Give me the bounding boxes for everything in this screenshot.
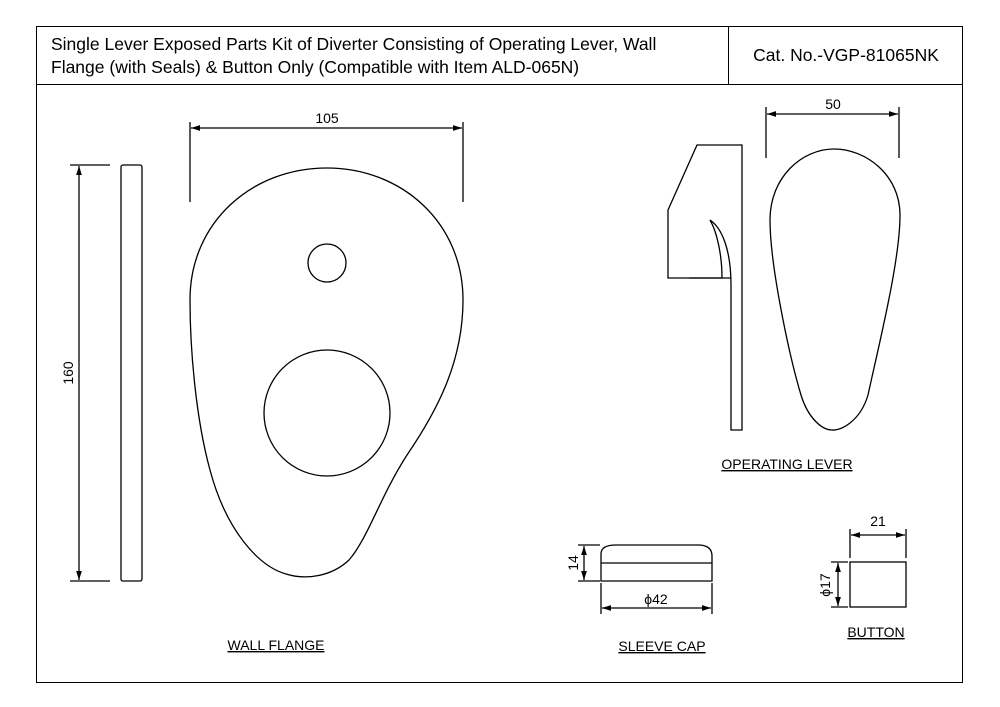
title-block: Single Lever Exposed Parts Kit of Divert…	[37, 27, 962, 85]
wall-flange-small-hole	[307, 243, 347, 283]
sleeve-cap-label: SLEEVE CAP	[618, 638, 705, 654]
operating-lever-side-view	[667, 144, 743, 431]
button-diameter-value: ϕ17	[817, 573, 833, 597]
wall-flange-height-value: 160	[60, 361, 76, 385]
wall-flange-label: WALL FLANGE	[228, 637, 325, 653]
wall-flange-side-view	[120, 164, 143, 582]
button-width-value: 21	[870, 513, 886, 529]
operating-lever-front-outline	[769, 148, 901, 431]
sleeve-cap-height-value: 14	[565, 555, 581, 571]
product-title: Single Lever Exposed Parts Kit of Divert…	[51, 33, 711, 79]
title-line-1: Single Lever Exposed Parts Kit of Divert…	[51, 34, 657, 54]
drawing-sheet: Single Lever Exposed Parts Kit of Divert…	[36, 26, 963, 683]
wall-flange-large-hole	[263, 349, 391, 477]
button-label: BUTTON	[847, 624, 904, 640]
wall-flange-front-outline	[189, 167, 464, 578]
title-divider	[728, 27, 729, 84]
sleeve-cap-diameter-value: ϕ42	[644, 591, 668, 607]
operating-lever-width-value: 50	[825, 96, 841, 112]
title-line-2: Flange (with Seals) & Button Only (Compa…	[51, 57, 580, 77]
sleeve-cap-outline	[600, 544, 713, 582]
button-outline	[849, 561, 907, 608]
operating-lever-label: OPERATING LEVER	[721, 456, 852, 472]
catalog-number: Cat. No.-VGP-81065NK	[753, 45, 939, 65]
wall-flange-width-value: 105	[315, 110, 339, 126]
